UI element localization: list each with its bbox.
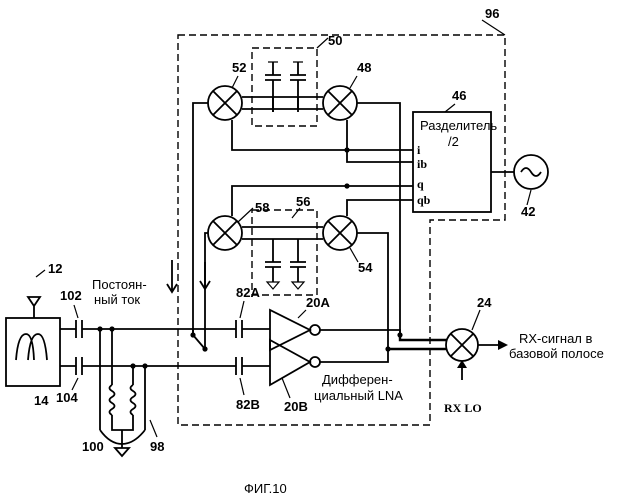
ref-48: 48 bbox=[357, 60, 371, 75]
ref-24: 24 bbox=[477, 295, 492, 310]
ref-54: 54 bbox=[358, 260, 373, 275]
figure-caption: ФИГ.10 bbox=[244, 481, 287, 496]
lo-source-42 bbox=[514, 155, 548, 189]
ref-42: 42 bbox=[521, 204, 535, 219]
ref-12: 12 bbox=[48, 261, 62, 276]
ref-100: 100 bbox=[82, 439, 104, 454]
ref-46: 46 bbox=[452, 88, 466, 103]
ref-82A: 82A bbox=[236, 285, 260, 300]
ref-20B: 20B bbox=[284, 399, 308, 414]
port-q: q bbox=[417, 177, 424, 191]
ref-82B: 82B bbox=[236, 397, 260, 412]
capacitors-50 bbox=[265, 62, 306, 112]
mixer-48 bbox=[323, 86, 357, 120]
mixer-58 bbox=[208, 216, 242, 250]
divider-label: Разделитель bbox=[420, 118, 497, 133]
filter-14 bbox=[6, 318, 60, 386]
ref-14: 14 bbox=[34, 393, 49, 408]
mixer-54 bbox=[323, 216, 357, 250]
mixer-52 bbox=[208, 86, 242, 120]
antenna-12 bbox=[28, 297, 40, 318]
output-label-1: RX-сигнал в bbox=[519, 331, 592, 346]
port-qb: qb bbox=[417, 193, 431, 207]
ref-56: 56 bbox=[296, 194, 310, 209]
ref-52: 52 bbox=[232, 60, 246, 75]
lna-label-2: циальный LNA bbox=[314, 388, 403, 403]
leader-96 bbox=[482, 20, 505, 35]
leader-50 bbox=[317, 38, 328, 48]
lna-label-1: Дифферен- bbox=[322, 372, 393, 387]
divider-ratio: /2 bbox=[448, 134, 459, 149]
ref-20A: 20A bbox=[306, 295, 330, 310]
ref-98: 98 bbox=[150, 439, 164, 454]
dc-label-2: ный ток bbox=[94, 292, 140, 307]
ref-58: 58 bbox=[255, 200, 269, 215]
ref-102: 102 bbox=[60, 288, 82, 303]
ref-50: 50 bbox=[328, 33, 342, 48]
cap-bank-56 bbox=[252, 210, 317, 295]
ref-96: 96 bbox=[485, 6, 499, 21]
port-i: i bbox=[417, 143, 421, 157]
rx-lo-label: RX LO bbox=[444, 401, 482, 415]
mixer-24 bbox=[446, 329, 478, 361]
ref-104: 104 bbox=[56, 390, 78, 405]
dc-label-1: Постоян- bbox=[92, 277, 147, 292]
port-ib: ib bbox=[417, 157, 427, 171]
output-label-2: базовой полосе bbox=[509, 346, 604, 361]
capacitors-56 bbox=[265, 239, 306, 289]
cap-bank-50 bbox=[252, 48, 317, 126]
